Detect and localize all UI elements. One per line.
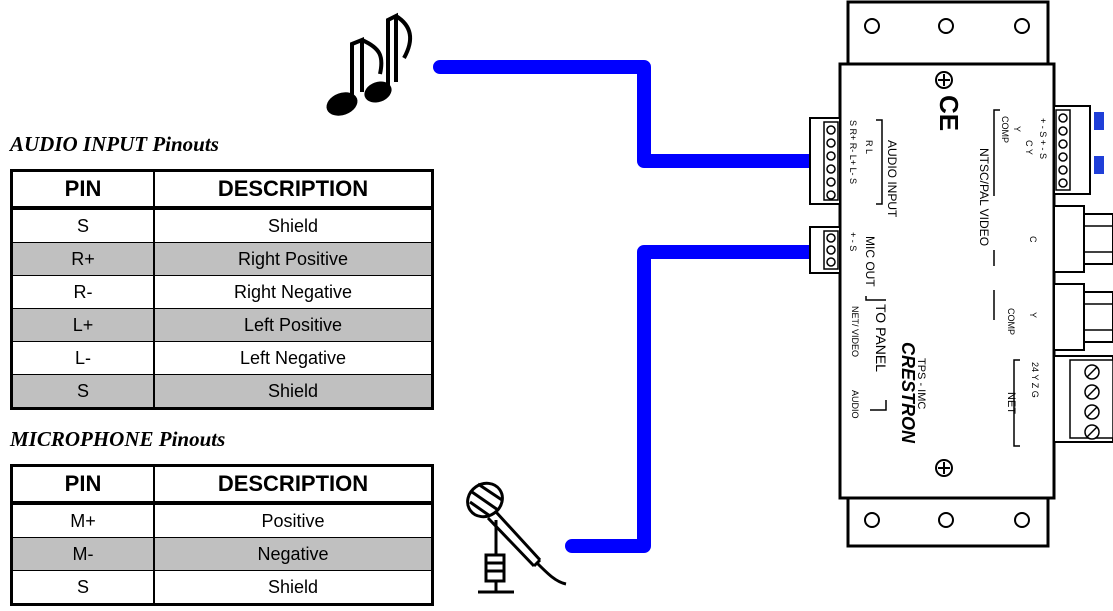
pin-column-header: PIN (11, 170, 155, 210)
net-connector (1053, 355, 1113, 443)
pin-cell: S (11, 374, 155, 409)
table-header-row: PIN DESCRIPTION (11, 170, 434, 210)
table-row: L- Left Negative (11, 341, 434, 375)
mounting-hole-icon (938, 18, 954, 34)
pin-cell: M+ (11, 502, 155, 538)
comp-top-label: COMP (1000, 116, 1010, 143)
table-header-row: PIN DESCRIPTION (11, 465, 434, 505)
crestron-tps-imc-device: CE S R+ R- L+ L- S R L AUDIO INPUT + - S (809, 0, 1113, 548)
table-row: S Shield (11, 374, 434, 409)
model-name: TPS - IMC (915, 358, 927, 409)
mounting-hole-icon (864, 512, 880, 528)
ce-mark: CE (934, 95, 964, 131)
composite-video-connector (1053, 105, 1104, 195)
table-row: R- Right Negative (11, 275, 434, 309)
description-cell: Shield (154, 374, 434, 409)
audio-small-label: AUDIO (850, 390, 860, 419)
mounting-hole-icon (938, 512, 954, 528)
mounting-hole-icon (1014, 512, 1030, 528)
mic-out-label: MIC OUT (863, 236, 877, 287)
pin-cell: S (11, 207, 155, 243)
bnc-c-connector (1053, 205, 1113, 273)
comp-group-label: C Y (1024, 140, 1034, 155)
microphone-icon (466, 481, 567, 594)
description-cell: Left Positive (154, 308, 434, 342)
audio-input-pinout-table: PIN DESCRIPTION S Shield R+ Right Positi… (10, 169, 434, 410)
ntsc-pal-video-label: NTSC/PAL VIDEO (977, 148, 991, 246)
comp-label: COMP (1006, 308, 1016, 335)
audio-channel-labels: R L (864, 140, 874, 154)
mounting-hole-icon (864, 18, 880, 34)
to-panel-label: TO PANEL (873, 304, 889, 372)
microphone-title: MICROPHONE Pinouts (10, 427, 226, 451)
screw-icon (935, 71, 953, 89)
pin-cell: S (11, 570, 155, 605)
audio-input-connector (809, 117, 841, 205)
mic-out-connector (809, 226, 841, 274)
music-notes-icon (326, 12, 413, 116)
description-cell: Right Positive (154, 242, 434, 276)
audio-input-pin-labels: S R+ R- L+ L- S (848, 120, 858, 184)
pin-cell: L+ (11, 308, 155, 342)
mic-out-pin-labels: + - S (848, 232, 858, 251)
bnc-y-connector (1053, 283, 1113, 351)
comp-pin-labels: + - S + - S (1038, 118, 1048, 159)
table-row: S Shield (11, 570, 434, 605)
pin-cell: L- (11, 341, 155, 375)
description-cell: Negative (154, 537, 434, 571)
bnc-y-label: Y (1028, 312, 1038, 318)
table-row: L+ Left Positive (11, 308, 434, 342)
description-cell: Left Negative (154, 341, 434, 375)
net-video-label: NET/ VIDEO (850, 306, 860, 357)
description-column-header: DESCRIPTION (154, 465, 434, 505)
pin-cell: R- (11, 275, 155, 309)
table-row: R+ Right Positive (11, 242, 434, 276)
net-pin-labels: 24 Y Z G (1030, 362, 1040, 398)
description-cell: Shield (154, 570, 434, 605)
table-row: M+ Positive (11, 502, 434, 538)
screw-icon (935, 459, 953, 477)
audio-input-label: AUDIO INPUT (885, 140, 899, 218)
brand-name: CRESTRON (898, 342, 918, 444)
net-label: NET (1005, 392, 1017, 414)
description-cell: Positive (154, 502, 434, 538)
table-row: M- Negative (11, 537, 434, 571)
description-cell: Right Negative (154, 275, 434, 309)
description-cell: Shield (154, 207, 434, 243)
bnc-c-label: C (1028, 236, 1038, 243)
comp-y-label: Y (1012, 126, 1022, 132)
mounting-hole-icon (1014, 18, 1030, 34)
mic-cable (565, 245, 819, 553)
description-column-header: DESCRIPTION (154, 170, 434, 210)
audio-cable (433, 60, 819, 168)
pin-cell: R+ (11, 242, 155, 276)
table-row: S Shield (11, 207, 434, 243)
pin-column-header: PIN (11, 465, 155, 505)
microphone-pinout-table: PIN DESCRIPTION M+ Positive M- Negative … (10, 464, 434, 606)
pin-cell: M- (11, 537, 155, 571)
audio-input-title: AUDIO INPUT Pinouts (10, 132, 219, 156)
